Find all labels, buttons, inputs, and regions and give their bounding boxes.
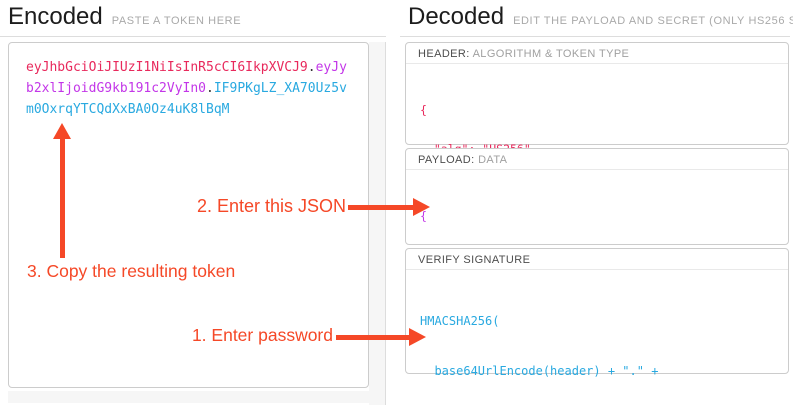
annotation-step3: 3. Copy the resulting token — [27, 261, 236, 281]
payload-section-label-detail: DATA — [478, 154, 508, 166]
arrow-shaft — [60, 137, 65, 258]
code-line: { — [420, 209, 427, 223]
token-header-segment: eyJhbGciOiJIUzI1NiIsInR5cCI6IkpXVCJ9 — [26, 60, 308, 75]
verify-signature-label: VERIFY SIGNATURE — [406, 249, 788, 270]
header-divider-left — [0, 36, 386, 37]
decoded-header: Decoded EDIT THE PAYLOAD AND SECRET (ONL… — [408, 0, 793, 34]
encoded-token-input[interactable]: eyJhbGciOiJIUzI1NiIsInR5cCI6IkpXVCJ9.eyJ… — [8, 42, 369, 388]
header-divider-right — [400, 36, 790, 37]
header-section-label-detail: ALGORITHM & TOKEN TYPE — [472, 48, 630, 60]
verify-signature-section: VERIFY SIGNATURE HMACSHA256( base64UrlEn… — [405, 248, 789, 378]
code-line: HMACSHA256( — [420, 314, 500, 328]
arrow-shaft — [336, 335, 411, 340]
encoded-title: Encoded — [8, 3, 103, 30]
step1-arrow-right-icon — [336, 328, 427, 346]
annotation-step2: 2. Enter this JSON — [196, 196, 346, 216]
annotation-step1: 1. Enter password — [191, 325, 333, 345]
header-section: HEADER: ALGORITHM & TOKEN TYPE { "alg": … — [405, 42, 789, 234]
arrow-head — [409, 328, 426, 346]
code-line: base64UrlEncode(header) + "." + — [420, 363, 659, 378]
arrow-head — [413, 198, 430, 216]
step3-arrow-up-icon — [53, 123, 71, 259]
header-section-label-title: HEADER: — [418, 48, 470, 60]
vertical-scrollbar[interactable] — [369, 42, 386, 405]
decoded-title: Decoded — [408, 3, 505, 30]
arrow-head — [53, 123, 71, 139]
decoded-subtitle: EDIT THE PAYLOAD AND SECRET (ONLY HS256 … — [513, 15, 793, 27]
token-payload-segment: eyJyb2xlIjoidG9kb191c2VyIn0 — [26, 60, 347, 96]
token-dot: . — [307, 60, 316, 75]
arrow-shaft — [348, 205, 415, 210]
token-dot: . — [206, 81, 214, 96]
horizontal-scrollbar[interactable] — [8, 391, 385, 403]
step2-arrow-right-icon — [348, 198, 430, 216]
code-line: { — [420, 103, 427, 117]
encoded-subtitle: PASTE A TOKEN HERE — [111, 15, 242, 27]
token-signature-segment: IF9PKgLZ_XA70Uz5vm0OxrqYTCQdXxBA0Oz4uK8l… — [26, 81, 347, 117]
payload-section-label-title: PAYLOAD: — [418, 154, 475, 166]
payload-section: PAYLOAD: DATA { "role": "todo_user" } — [405, 148, 789, 302]
signature-formula: HMACSHA256( base64UrlEncode(header) + ".… — [406, 270, 788, 411]
header-section-label: HEADER: ALGORITHM & TOKEN TYPE — [406, 43, 788, 64]
encoded-header: Encoded PASTE A TOKEN HERE — [8, 0, 241, 34]
payload-section-label: PAYLOAD: DATA — [406, 149, 788, 170]
